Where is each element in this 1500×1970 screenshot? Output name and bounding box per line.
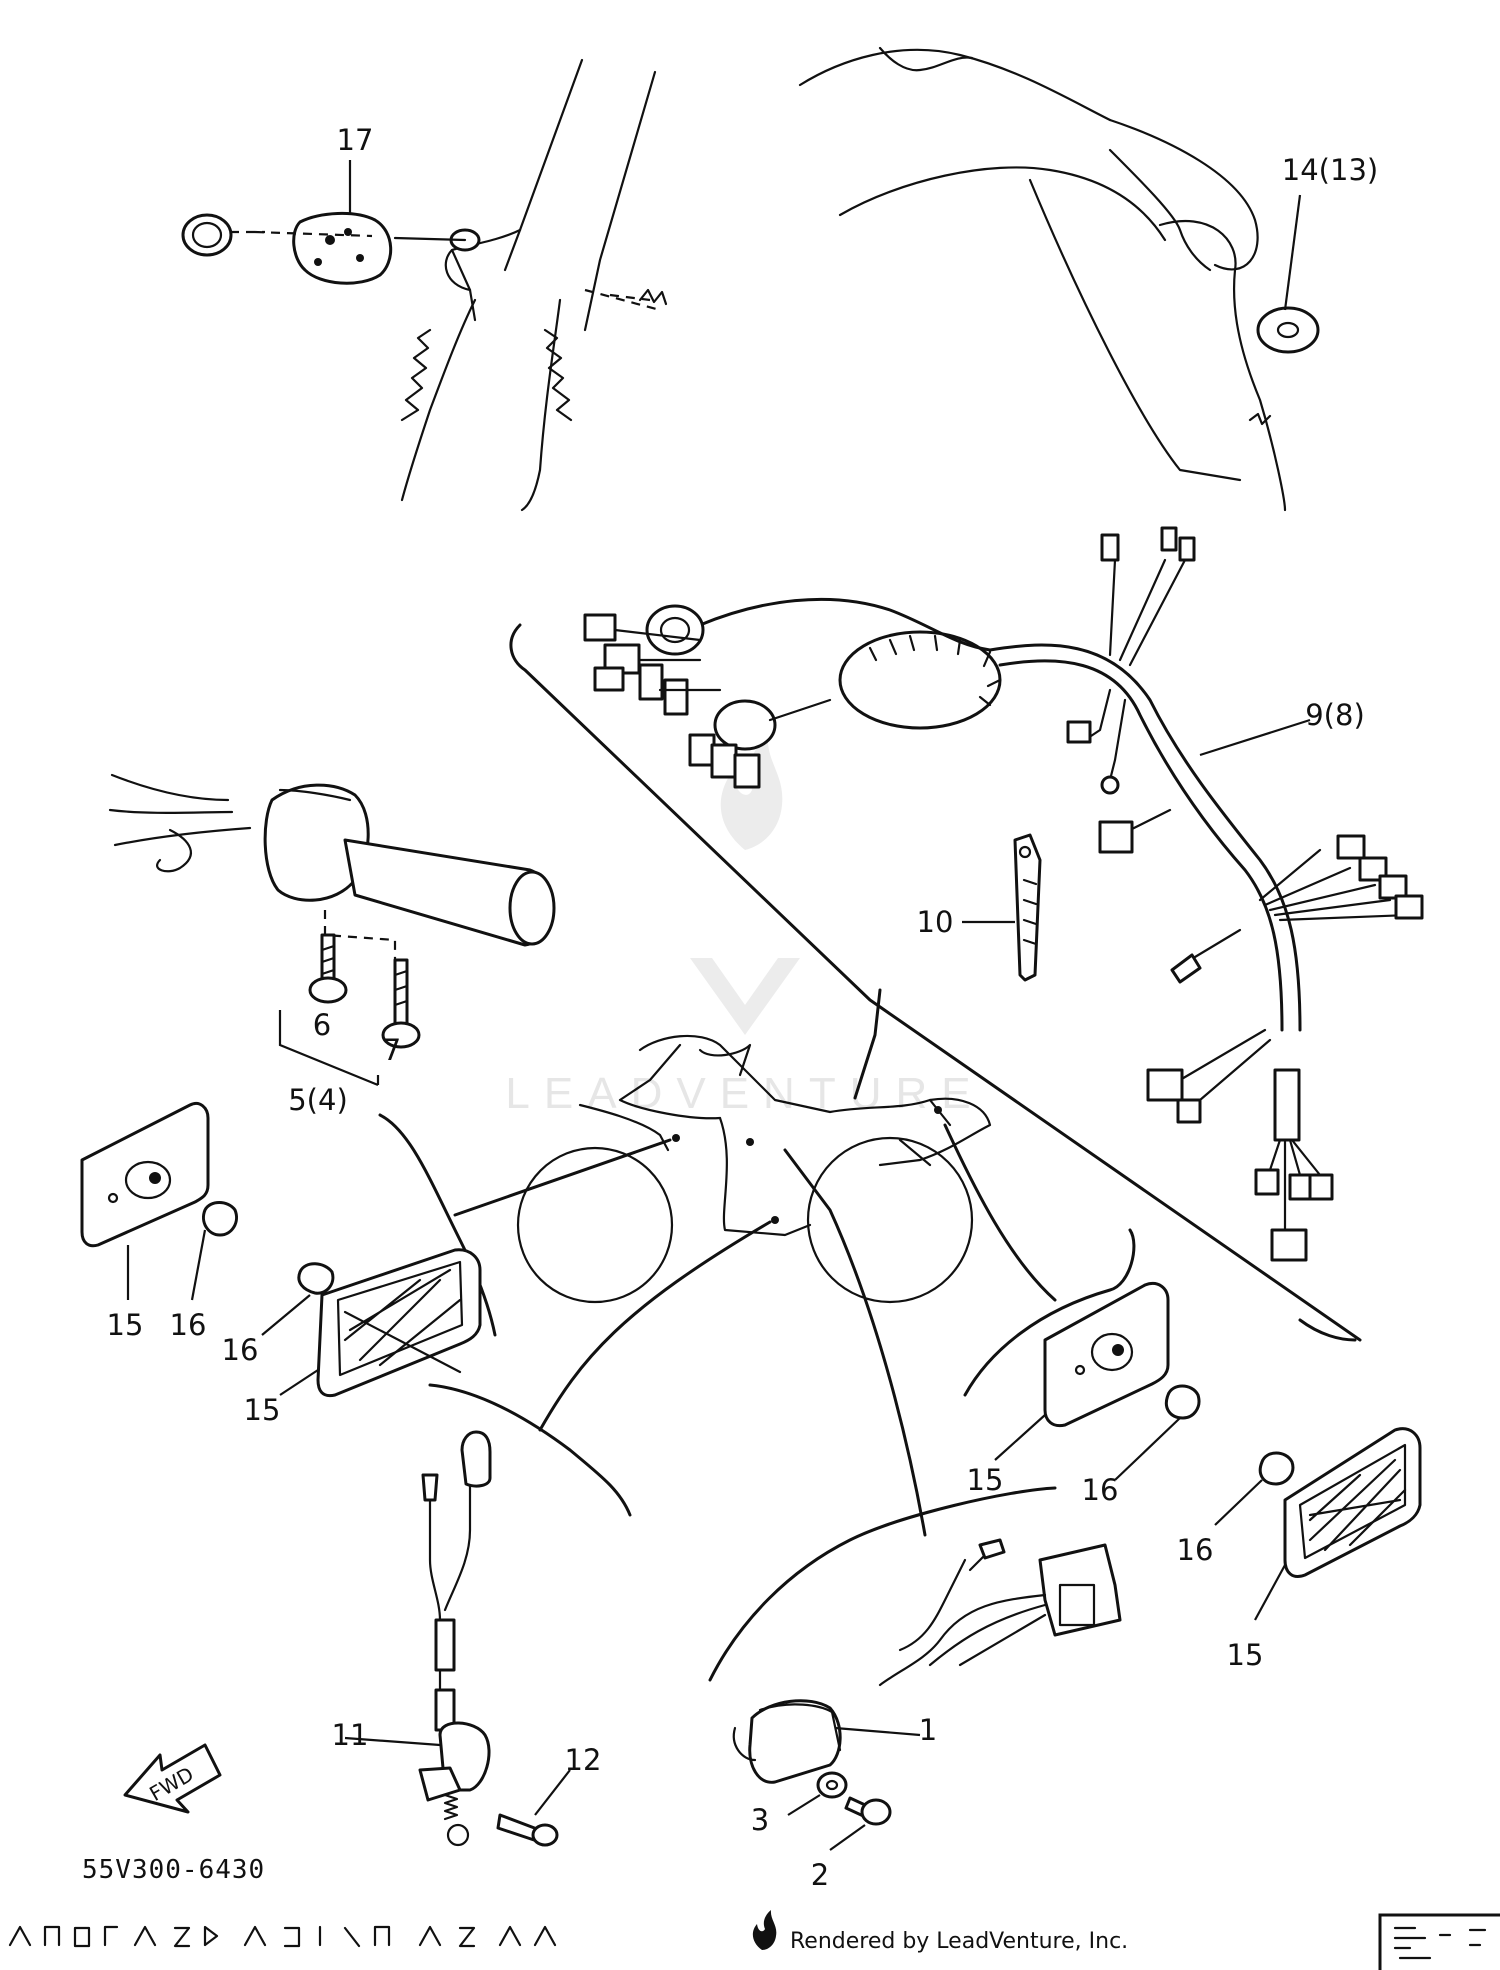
- motorcycle-outline: [516, 1034, 992, 1304]
- leadventure-flame-icon: [752, 1910, 777, 1950]
- callout-6: 6: [313, 1008, 331, 1042]
- callout-17: 17: [337, 123, 374, 157]
- credit-line: Rendered by LeadVenture, Inc.: [752, 1910, 1128, 1954]
- watermark-v-icon: [690, 958, 800, 1035]
- callout-3: 3: [751, 1803, 769, 1837]
- fender-grommet-group: 14(13): [798, 46, 1378, 512]
- callout-16d: 16: [1177, 1533, 1214, 1567]
- fwd-arrow-icon: FWD: [123, 1743, 222, 1814]
- callout-10: 10: [917, 905, 954, 939]
- callout-15c: 15: [967, 1463, 1004, 1497]
- callout-16c: 16: [1082, 1473, 1119, 1507]
- callout-15a: 15: [107, 1308, 144, 1342]
- callout-7: 7: [383, 1033, 401, 1067]
- callout-15b: 15: [244, 1393, 281, 1427]
- watermark: LEADVENTURE: [505, 735, 984, 1118]
- footer-marks: [8, 1925, 557, 1948]
- callout-14: 14(13): [1282, 153, 1378, 187]
- brake-switch-group: 11 12: [332, 1430, 602, 1847]
- relay-group: 1 3 2: [732, 1538, 1122, 1892]
- callout-12: 12: [565, 1743, 602, 1777]
- pointer-lines: [378, 988, 1136, 1682]
- callout-9: 9(8): [1305, 698, 1365, 732]
- callout-16b: 16: [222, 1333, 259, 1367]
- callout-11: 11: [332, 1718, 369, 1752]
- callout-15d: 15: [1227, 1638, 1264, 1672]
- left-reflectors: 15 16 16 15: [80, 1102, 482, 1427]
- part-number: 55V300-6430: [82, 1855, 265, 1885]
- callout-5: 5(4): [288, 1083, 348, 1117]
- handlebar-switch-group: 17: [181, 58, 668, 512]
- watermark-flame-icon: [720, 735, 783, 850]
- callout-1: 1: [919, 1713, 937, 1747]
- credit-text: Rendered by LeadVenture, Inc.: [790, 1929, 1128, 1954]
- callout-16a: 16: [170, 1308, 207, 1342]
- watermark-text: LEADVENTURE: [505, 1069, 984, 1118]
- throttle-grip-group: 6 7 5(4): [108, 773, 556, 1117]
- wire-harness-group: 9(8) 10: [509, 526, 1424, 1342]
- right-reflectors: 15 16 16 15: [967, 1282, 1422, 1672]
- callout-2: 2: [811, 1858, 829, 1892]
- corner-stamp: [1378, 1913, 1500, 1970]
